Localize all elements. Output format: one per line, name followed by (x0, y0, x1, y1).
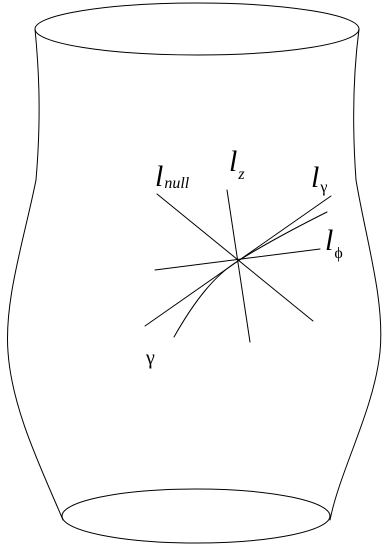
surface-right-side (329, 28, 382, 521)
l-phi-line (154, 248, 321, 271)
gamma-curve (173, 211, 328, 338)
tangent-lines (144, 189, 332, 343)
surface-left-side (6, 28, 64, 521)
label-l-gamma: lγ (311, 161, 327, 196)
label-l-null: lnull (155, 160, 190, 193)
l-null-line (156, 193, 314, 322)
label-gamma: γ (145, 347, 155, 369)
label-l-phi: lϕ (325, 224, 343, 262)
label-l-z: lz (229, 145, 245, 183)
l-z-line (226, 189, 251, 343)
surface-bottom-rim (61, 488, 331, 544)
surface-top-rim (34, 2, 360, 56)
